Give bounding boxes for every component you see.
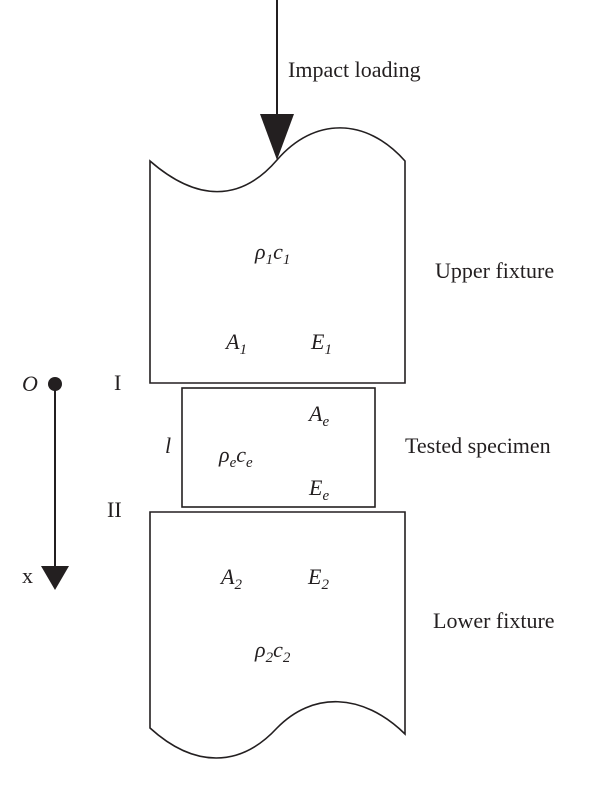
section-1-label: I: [114, 370, 121, 395]
lower-fixture-body: [149, 511, 406, 759]
tested-specimen-body: [181, 387, 376, 508]
lower-modulus-symbol: E2: [307, 564, 329, 593]
x-axis-label: x: [22, 563, 33, 588]
impact-arrow-head: [260, 114, 294, 160]
origin-label: O: [22, 371, 38, 396]
specimen-length-label: l: [165, 433, 171, 458]
lower-rho-c-symbol: ρ2c2: [254, 637, 291, 666]
x-axis-arrowhead: [41, 566, 69, 590]
upper-modulus-symbol: E1: [310, 329, 332, 358]
impact-loading-label: Impact loading: [288, 57, 421, 82]
specimen-rho-c-symbol: ρece: [218, 442, 253, 471]
tested-specimen-label: Tested specimen: [405, 433, 551, 458]
upper-fixture-label: Upper fixture: [435, 258, 554, 283]
upper-fixture-body: [149, 127, 406, 384]
lower-fixture-label: Lower fixture: [433, 608, 555, 633]
upper-area-symbol: A1: [224, 329, 247, 358]
section-2-label: II: [107, 497, 122, 522]
upper-rho-c-symbol: ρ1c1: [254, 239, 290, 268]
impact-arrow: [260, 0, 294, 160]
lower-area-symbol: A2: [219, 564, 242, 593]
specimen-modulus-symbol: Ee: [308, 475, 329, 504]
specimen-area-symbol: Ae: [307, 401, 329, 430]
